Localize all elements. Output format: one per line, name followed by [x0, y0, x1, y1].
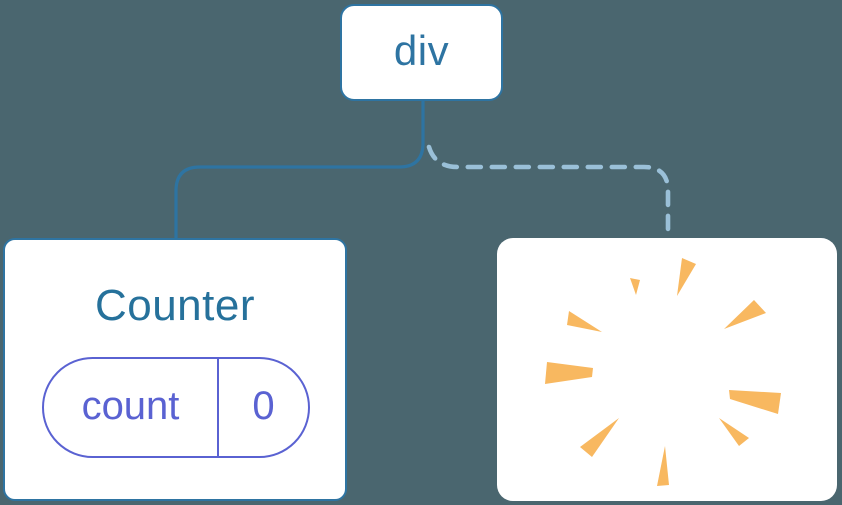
counter-title: Counter — [94, 281, 256, 330]
state-pill: count 0 — [42, 357, 310, 458]
state-key-label: count — [44, 359, 219, 456]
div-node-label: div — [393, 26, 450, 74]
tree-node-div: div — [340, 4, 503, 101]
tree-node-counter: Counter count 0 — [3, 238, 347, 501]
poof-sparkle-icon — [545, 258, 781, 486]
tree-node-removed — [497, 238, 837, 501]
connector-solid-line — [174, 99, 425, 240]
connector-dashed-line — [426, 144, 671, 241]
state-value: 0 — [252, 383, 275, 428]
